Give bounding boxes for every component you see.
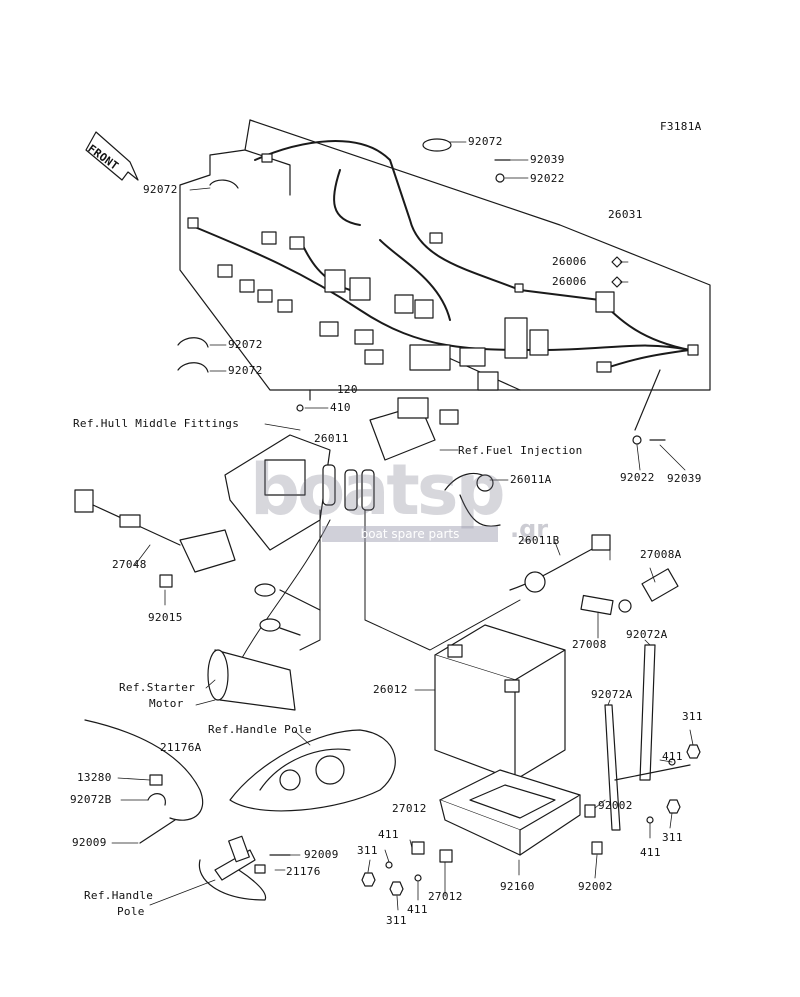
label-92015: 92015: [148, 611, 183, 624]
label-311-a: 311: [682, 710, 703, 723]
label-92022-mid: 92022: [620, 471, 655, 484]
label-92009-a: 92009: [72, 836, 107, 849]
battery-26012: [434, 624, 566, 781]
bolt-92039-top: [494, 159, 511, 183]
fuses-26011: [322, 464, 375, 511]
label-26011A: 26011A: [510, 473, 552, 486]
leader-lines: [111, 141, 694, 911]
label-92072A-a: 92072A: [626, 628, 668, 641]
straps-92072A: [604, 644, 691, 831]
washer-bolt-92022-92039: [632, 369, 666, 445]
front-arrow-icon: [85, 131, 139, 181]
clamp-92072-left: [209, 179, 239, 189]
label-411-b: 411: [378, 828, 399, 841]
label-26006-b: 26006: [552, 275, 587, 288]
label-311-d: 311: [386, 914, 407, 927]
label-ref-hull: Ref.Hull Middle Fittings: [73, 417, 240, 430]
cable-26011A: [444, 472, 501, 527]
label-ref-starter-1: Ref.Starter: [119, 681, 196, 694]
label-92072-left: 92072: [143, 183, 178, 196]
label-92022-top: 92022: [530, 172, 565, 185]
label-26011: 26011: [314, 432, 349, 445]
label-311-c: 311: [357, 844, 378, 857]
cable-26011B: [509, 534, 611, 593]
main-wiring-harness: [189, 140, 691, 371]
label-92039-top: 92039: [530, 153, 565, 166]
label-411-c: 411: [640, 846, 661, 859]
cable-21176A: [84, 719, 204, 844]
label-26012: 26012: [373, 683, 408, 696]
label-26006-a: 26006: [552, 255, 587, 268]
watermark-suffix: .gr: [510, 515, 549, 543]
label-26031: 26031: [608, 208, 643, 221]
relay-block: [369, 397, 459, 461]
label-411-d: 411: [407, 903, 428, 916]
label-26011B: 26011B: [518, 534, 560, 547]
fasteners-right: [584, 744, 701, 855]
label-92160: 92160: [500, 880, 535, 893]
label-27012-b: 27012: [428, 890, 463, 903]
nuts-26006: [611, 256, 623, 288]
label-92072B: 92072B: [70, 793, 112, 806]
label-120: 120: [337, 383, 358, 396]
starter-motor: [207, 583, 321, 711]
watermark-brand: boatsp: [250, 449, 506, 531]
label-92072-top: 92072: [468, 135, 503, 148]
label-ref-handle-1: Ref.Handle Pole: [208, 723, 312, 736]
handle-pole-lower: [198, 835, 291, 901]
label-92039-mid: 92039: [667, 472, 702, 485]
label-92072-c: 92072: [228, 338, 263, 351]
lanyard-keys: [580, 568, 679, 616]
cdi-unit-27048: [74, 489, 236, 588]
harness-outline: [179, 119, 711, 391]
battery-tray-92160: [439, 769, 581, 856]
harness-connectors: [187, 153, 699, 391]
handle-pole: [229, 729, 396, 812]
label-ref-starter-2: Motor: [149, 697, 184, 710]
label-92002-b: 92002: [578, 880, 613, 893]
label-411-a: 411: [662, 750, 683, 763]
label-27048: 27048: [112, 558, 147, 571]
label-13280: 13280: [77, 771, 112, 784]
clamps-92072-pair: [177, 337, 209, 373]
label-410: 410: [330, 401, 351, 414]
label-311-b: 311: [662, 831, 683, 844]
fasteners-bottom: [361, 841, 453, 896]
label-ref-fuel: Ref.Fuel Injection: [458, 444, 583, 457]
label-92009-b: 92009: [304, 848, 339, 861]
label-92072A-b: 92072A: [591, 688, 633, 701]
label-27012-a: 27012: [392, 802, 427, 815]
label-21176A: 21176A: [160, 741, 202, 754]
label-27008: 27008: [572, 638, 607, 651]
label-21176: 21176: [286, 865, 321, 878]
label-27008A: 27008A: [640, 548, 682, 561]
figure-code: F3181A: [660, 120, 702, 133]
label-92002-a: 92002: [598, 799, 633, 812]
clamp-92072-top: [422, 138, 452, 152]
watermark-tagline: boat spare parts: [322, 526, 498, 542]
label-92072-d: 92072: [228, 364, 263, 377]
hull-fitting: [224, 389, 331, 551]
label-ref-handle-2a: Ref.Handle: [84, 889, 154, 902]
label-ref-handle-2b: Pole: [117, 905, 145, 918]
